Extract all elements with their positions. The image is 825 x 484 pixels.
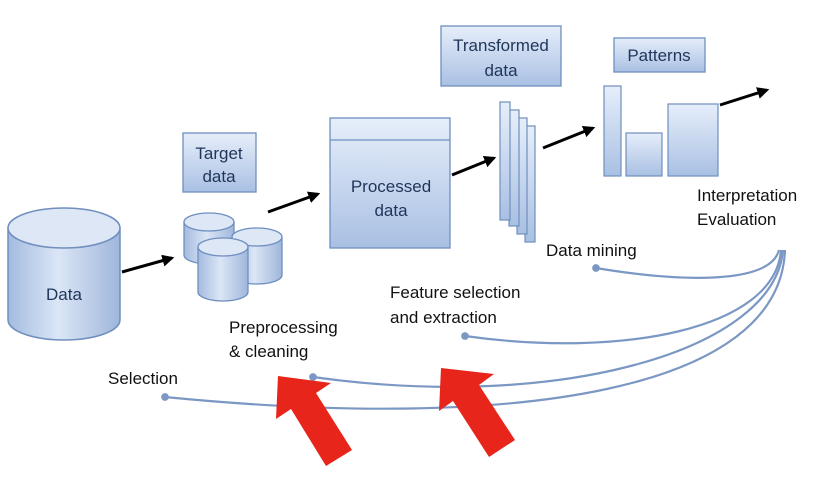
transformed-data-box: Transformed data: [440, 25, 562, 87]
transformed-data-label-line1: Transformed: [453, 36, 549, 55]
data-cylinder: Data: [7, 207, 121, 341]
patterns-label: Patterns: [627, 46, 690, 65]
highlight-arrows: [276, 368, 515, 466]
arrow-processed-to-transformed: [451, 156, 497, 177]
highlight-arrow-preprocessing: [276, 376, 352, 466]
data-label: Data: [46, 285, 82, 304]
target-data-box: Target data: [182, 132, 257, 193]
arrow-patterns-out: [719, 87, 770, 107]
feedback-to-data-mining: [592, 249, 781, 279]
processed-data-label-line1: Processed: [351, 177, 431, 196]
preprocessing-label-line1: Preprocessing: [229, 318, 338, 337]
step-labels: Selection Preprocessing & cleaning Featu…: [108, 186, 797, 388]
processed-data-box: Processed data: [329, 117, 451, 249]
highlight-arrow-feature-selection: [439, 368, 515, 457]
processed-data-label-line2: data: [374, 201, 408, 220]
feedback-to-preprocessing: [309, 249, 785, 388]
interpretation-label-line1: Interpretation: [697, 186, 797, 205]
selection-label: Selection: [108, 369, 178, 388]
feature-selection-label-line2: and extraction: [390, 308, 497, 327]
arrow-transformed-to-patterns: [542, 125, 596, 150]
data-mining-label: Data mining: [546, 241, 637, 260]
flow-arrows: [121, 87, 770, 274]
target-data-cylinders: [183, 212, 283, 302]
preprocessing-label-line2: & cleaning: [229, 342, 308, 361]
transformed-data-sheets: [499, 101, 536, 243]
transformed-data-label-line2: data: [484, 61, 518, 80]
arrow-data-to-target: [121, 254, 175, 274]
feature-selection-label-line1: Feature selection: [390, 283, 520, 302]
arrow-target-to-processed: [267, 191, 321, 214]
interpretation-label-line2: Evaluation: [697, 210, 776, 229]
patterns-box: Patterns: [613, 37, 706, 73]
patterns-shapes: [603, 85, 719, 177]
target-data-label-line1: Target: [195, 144, 243, 163]
target-data-label-line2: data: [202, 167, 236, 186]
feedback-to-feature-selection: [461, 249, 783, 345]
